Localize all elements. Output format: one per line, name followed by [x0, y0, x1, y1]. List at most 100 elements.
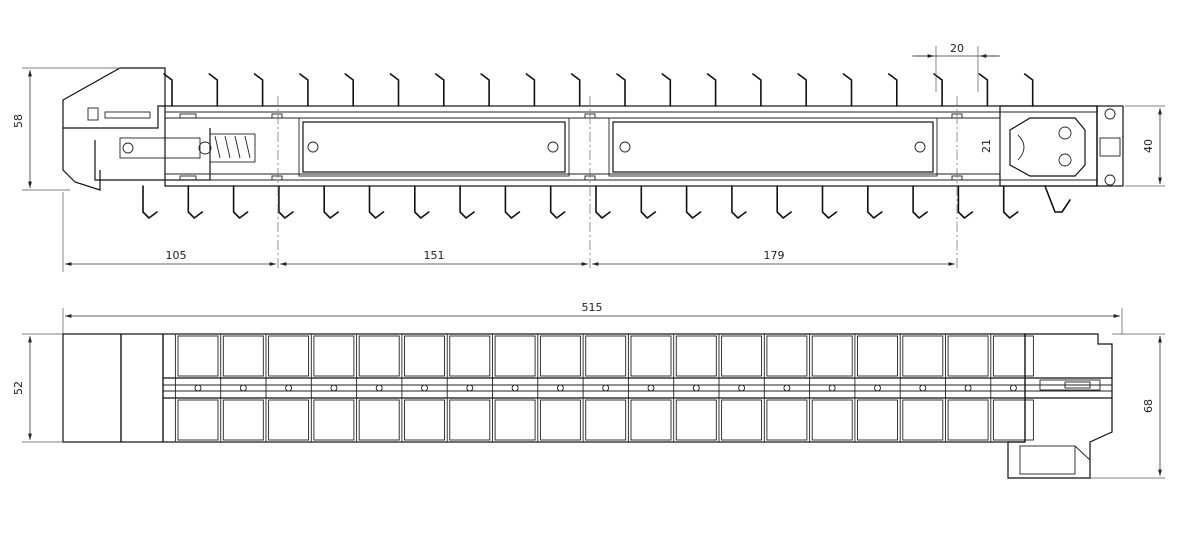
cell-pin — [828, 384, 836, 392]
left-blocks — [62, 333, 164, 443]
hook-bottom — [595, 185, 611, 219]
cell-pin — [602, 384, 610, 392]
hook-bottom — [323, 185, 339, 219]
cell-pin — [647, 384, 655, 392]
cell-lower — [585, 399, 627, 441]
panel-right — [608, 117, 938, 177]
hook-top — [389, 73, 400, 107]
dim-label-21: 21 — [980, 139, 993, 153]
cell-lower — [358, 399, 400, 441]
cell-lower — [630, 399, 672, 441]
hook-bottom — [821, 185, 838, 219]
cell-pin — [194, 384, 202, 392]
cell-upper — [404, 335, 445, 377]
hook-bottom — [685, 185, 702, 219]
dim-chain-top-view: 105 151 179 — [62, 192, 955, 272]
cell-pin — [874, 384, 881, 392]
cell-upper — [766, 335, 808, 377]
hook-top — [616, 73, 626, 107]
cell-pin — [556, 384, 564, 392]
cell-upper — [449, 335, 491, 377]
dim-height-right-bottom: 68 — [1090, 333, 1165, 479]
hook-top — [797, 73, 807, 107]
cell-lower — [313, 399, 355, 441]
dim-label-20: 20 — [950, 42, 964, 55]
hook-bottom — [776, 185, 792, 219]
storage-cells — [174, 334, 1034, 442]
rail-slots — [179, 113, 963, 181]
cell-lower — [811, 399, 853, 441]
dim-label-58: 58 — [12, 114, 25, 128]
dim-hook-pitch: 20 — [912, 42, 1000, 92]
cell-lower — [721, 399, 763, 441]
cell-lower — [947, 399, 989, 441]
cell-pin — [738, 384, 746, 392]
cell-upper — [313, 335, 355, 377]
cell-pin — [964, 384, 972, 392]
cell-lower — [539, 399, 581, 441]
dim-label-52: 52 — [12, 381, 25, 395]
cell-pin — [783, 384, 791, 392]
hook-bottom — [549, 185, 566, 219]
dim-overall-length: 515 — [62, 301, 1123, 334]
cell-lower — [675, 399, 717, 441]
dim-height-left-top: 58 — [12, 67, 120, 191]
right-end-unit — [1007, 333, 1113, 479]
cell-upper — [222, 335, 264, 377]
dim-height-right-top: 40 — [1125, 105, 1165, 187]
hook-bottom — [414, 185, 430, 219]
cell-pin — [421, 384, 428, 392]
cell-upper — [902, 335, 944, 377]
hook-bottom — [142, 185, 158, 219]
dim-label-179: 179 — [764, 249, 785, 262]
cell-upper — [992, 335, 1034, 377]
dim-label-40: 40 — [1142, 139, 1155, 153]
cell-upper — [857, 335, 898, 377]
left-housing — [62, 67, 256, 191]
panel-left — [298, 117, 570, 177]
cell-pin — [239, 384, 247, 392]
cell-lower — [404, 399, 445, 441]
right-end-cap — [999, 105, 1124, 213]
cell-pin — [511, 384, 519, 392]
cell-upper — [494, 335, 536, 377]
cell-upper — [177, 335, 219, 377]
hook-bottom — [278, 185, 294, 219]
hook-top — [299, 73, 309, 107]
cell-pin — [1009, 384, 1017, 392]
dim-label-105: 105 — [166, 249, 187, 262]
dim-label-68: 68 — [1142, 399, 1155, 413]
hook-top — [752, 73, 762, 107]
hook-top — [344, 73, 354, 107]
hook-top — [480, 73, 490, 107]
cell-upper — [268, 335, 310, 377]
hook-bottom — [731, 185, 747, 219]
cell-pin — [375, 384, 383, 392]
hook-top — [1023, 73, 1034, 107]
hook-bottom — [504, 185, 521, 219]
cell-upper — [675, 335, 717, 377]
hook-bottom — [912, 185, 928, 219]
hook-bottom — [187, 185, 204, 219]
hook-top — [570, 73, 581, 107]
hook-top — [978, 73, 989, 107]
cell-lower — [268, 399, 310, 441]
cell-lower — [449, 399, 491, 441]
bottom-view: 515 52 — [12, 301, 1165, 479]
dim-label-515: 515 — [582, 301, 603, 314]
cell-pin — [919, 384, 927, 392]
cell-lower — [222, 399, 264, 441]
hook-top — [163, 73, 173, 107]
dim-label-151: 151 — [424, 249, 445, 262]
hooks-top-row — [163, 73, 1034, 107]
cell-lower — [177, 399, 219, 441]
hook-bottom — [368, 185, 385, 219]
hook-bottom — [867, 185, 883, 219]
cell-lower — [494, 399, 536, 441]
hook-top — [525, 73, 536, 107]
cell-upper — [539, 335, 581, 377]
dim-height-left-bottom: 52 — [12, 333, 63, 443]
cell-lower — [766, 399, 808, 441]
cell-lower — [992, 399, 1034, 441]
